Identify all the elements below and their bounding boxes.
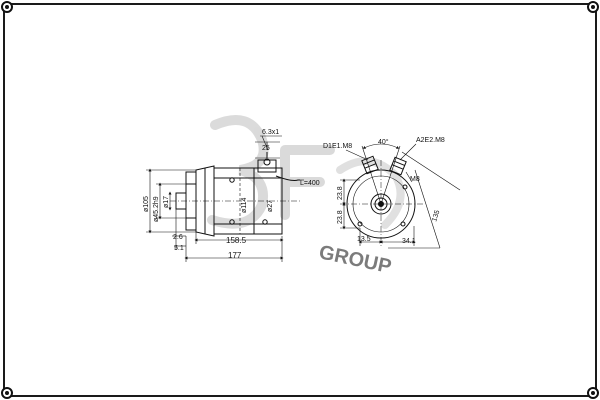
motor-body: [213, 167, 283, 235]
corner-rivet-bottom-left: [1, 387, 13, 399]
side-view: [170, 152, 300, 237]
dim-horizontal-left: 13.5: [357, 236, 371, 243]
label-terminal-angle: 40°: [378, 138, 389, 146]
side-view-dimensions: [146, 135, 304, 262]
drawing-frame: [3, 3, 597, 397]
label-thread-m8: M8: [410, 176, 420, 183]
dim-overall-length: 177: [228, 251, 242, 260]
end-view-dimensions: [340, 143, 461, 249]
watermark-tagline: GROUP: [317, 241, 393, 278]
dim-shaft-step: 2.6: [173, 234, 183, 241]
dim-vertical-lower: 23.8: [337, 210, 344, 224]
dim-flange-thickness: 5.1: [174, 245, 184, 252]
corner-rivet-top-left: [1, 1, 13, 13]
cable: [275, 175, 300, 181]
dim-small-diameter: ø27: [267, 200, 274, 212]
dim-overall-height: ø105: [143, 196, 150, 212]
terminal-box: [257, 159, 277, 173]
end-view-labels: D1E1.M8 A2E2.M8 40° M8 135 23.8 23.8 13.…: [323, 137, 445, 245]
end-bell: [195, 165, 215, 237]
dim-cable-length: L=400: [300, 180, 320, 187]
terminal-d1: [361, 155, 379, 175]
label-terminal-a2: A2E2.M8: [416, 137, 445, 144]
dim-body-diameter: ø114: [241, 197, 248, 213]
side-view-labels: 177 158.5 2.6 5.1 ø105 ø45.2h9 ø17 ø114 …: [143, 129, 320, 260]
dim-vertical-upper: 23.8: [337, 186, 344, 200]
dim-shaft-diameter: ø17: [163, 196, 170, 208]
dim-terminal-height: 25: [262, 145, 270, 152]
dim-bolt-circle: ø45.2h9: [153, 196, 160, 222]
dim-body-length: 158.5: [226, 236, 247, 245]
corner-rivet-top-right: [587, 1, 599, 13]
label-terminal-d1: D1E1.M8: [323, 143, 352, 150]
dim-horizontal-right: 34.1: [402, 238, 416, 245]
corner-rivet-bottom-right: [587, 387, 599, 399]
dim-terminal-thread: 6.3x1: [262, 129, 279, 136]
dim-radius: 135: [431, 209, 441, 222]
